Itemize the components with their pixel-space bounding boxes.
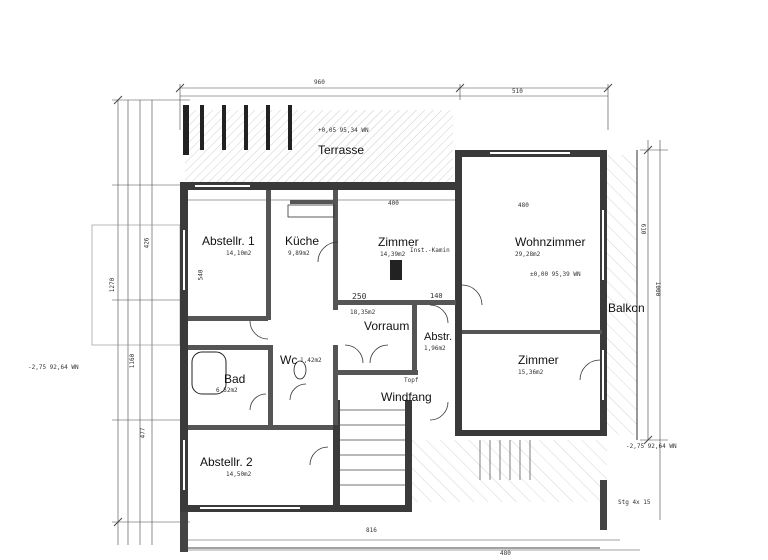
room-label-wohnzimmer: Wohnzimmer [515,235,586,249]
stair-steps [340,409,531,486]
room-area-vorraum: 18,35m2 [350,309,376,316]
room-area-abstellraum-2: 14,50m2 [226,471,252,478]
topf-note: Topf [404,377,419,384]
balkon-floor [607,155,637,435]
elevation-left: -2,75 92,64 WN [28,364,79,371]
room-area-wc: 1,42m2 [300,357,322,364]
elevation-terrasse: +0,05 95,34 WN [318,127,369,134]
kitchen-counter [287,204,335,218]
stove-symbol [390,260,402,280]
bathtub [191,351,227,395]
dim-right-sub: 610 [639,223,647,235]
stair-note: Stg 4x 15 [618,499,651,506]
room-label-zimmer-1: Zimmer [378,235,419,249]
room-label-abstellraum-1: Abstellr. 1 [202,234,255,248]
room-label-abstellraum-2: Abstellr. 2 [200,455,253,469]
kamin-note: Inst.-Kamin [410,247,450,254]
pergola-posts [183,105,292,155]
room-area-bad: 6,52m2 [216,387,238,394]
room-area-kueche: 9,89m2 [288,250,310,257]
room-label-balkon: Balkon [608,301,645,315]
toilet-fixture [293,360,307,380]
dim-left-sub2: 477 [139,427,147,439]
neighbor-outline [91,224,181,346]
terrasse-floor [185,110,453,188]
dim-left-total: 1270 [109,277,117,293]
room-label-wc: Wc [280,353,298,367]
dim-vorraum-a: 250 [352,292,367,301]
entry-path [412,440,607,502]
interior-walls [188,190,602,430]
room-label-vorraum: Vorraum [364,319,410,333]
room-label-windfang: Windfang [381,390,432,404]
elevation-balcony: -2,75 92,64 WN [626,443,677,450]
door-swings [249,241,601,466]
dim-left-mid: 1160 [129,353,137,369]
room-label-terrasse: Terrasse [318,143,365,157]
room-area-zimmer-2: 15,36m2 [518,369,544,376]
dim-right-total: 1000 [654,281,662,297]
dim-zimmer-width: 400 [388,200,399,207]
room-label-abstellraum-small: Abstr. [424,331,453,343]
dim-wohnzimmer-width: 480 [518,202,529,209]
room-area-abstellraum-1: 14,10m2 [226,250,252,257]
dim-bottom-right: 480 [500,550,511,557]
room-area-wohnzimmer: 29,28m2 [515,251,541,258]
dim-bottom-mid: 816 [366,527,377,534]
window-marks [183,152,604,509]
dim-top-right: 510 [512,88,523,95]
dim-left-sub: 426 [143,237,151,249]
room-area-abstellraum-small: 1,96m2 [424,345,446,352]
room-label-zimmer-2: Zimmer [518,353,559,367]
room-label-kueche: Küche [285,234,320,248]
dim-vorraum-b: 140 [430,292,443,300]
room-label-bad: Bad [224,372,246,386]
dim-abstr-width: 540 [197,269,205,281]
room-area-zimmer-1: 14,39m2 [380,251,406,258]
dim-top-total: 960 [314,79,325,86]
elevation-wohn: ±0,00 95,39 WN [530,271,581,278]
